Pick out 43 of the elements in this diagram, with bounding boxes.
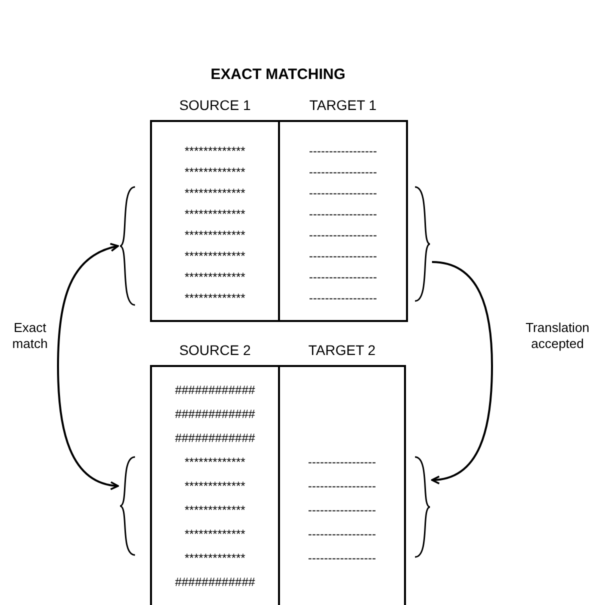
text-line: -----------------	[307, 527, 377, 541]
curved-arrow	[57, 243, 119, 490]
curved-arrow	[431, 261, 493, 484]
text-line: *************	[184, 527, 246, 541]
text-line: -----------------	[308, 186, 378, 200]
text-line: *************	[184, 144, 246, 158]
text-line: *************	[184, 249, 246, 263]
curly-brace	[414, 186, 432, 302]
column-header: TARGET 1	[308, 96, 378, 114]
text-line: *************	[184, 186, 246, 200]
text-line: *************	[184, 291, 246, 305]
text-line: -----------------	[308, 228, 378, 242]
text-line: *************	[184, 207, 246, 221]
diagram-title: EXACT MATCHING	[210, 66, 346, 83]
text-line: *************	[184, 455, 246, 469]
column-header: TARGET 2	[307, 341, 377, 359]
text-line: *************	[184, 551, 246, 565]
column-header: SOURCE 1	[178, 96, 252, 114]
text-line: -----------------	[308, 207, 378, 221]
text-line: ############	[174, 431, 256, 445]
text-line: -----------------	[308, 144, 378, 158]
text-line: -----------------	[307, 551, 377, 565]
text-line: -----------------	[307, 503, 377, 517]
curly-brace	[414, 456, 432, 558]
curly-brace	[118, 186, 136, 306]
text-line: *************	[184, 270, 246, 284]
edge-label: Exact match	[11, 320, 49, 352]
text-line: ############	[174, 407, 256, 421]
text-line: -----------------	[308, 291, 378, 305]
text-line: ############	[174, 575, 256, 589]
text-line: -----------------	[308, 270, 378, 284]
text-line: -----------------	[308, 249, 378, 263]
text-line: *************	[184, 479, 246, 493]
text-line: -----------------	[307, 455, 377, 469]
text-line: *************	[184, 503, 246, 517]
text-line: ############	[174, 383, 256, 397]
edge-label: Translation accepted	[524, 320, 590, 352]
text-line: -----------------	[308, 165, 378, 179]
text-line: *************	[184, 165, 246, 179]
text-line: -----------------	[307, 479, 377, 493]
curly-brace	[118, 456, 136, 556]
column-header: SOURCE 2	[178, 341, 252, 359]
text-line: *************	[184, 228, 246, 242]
